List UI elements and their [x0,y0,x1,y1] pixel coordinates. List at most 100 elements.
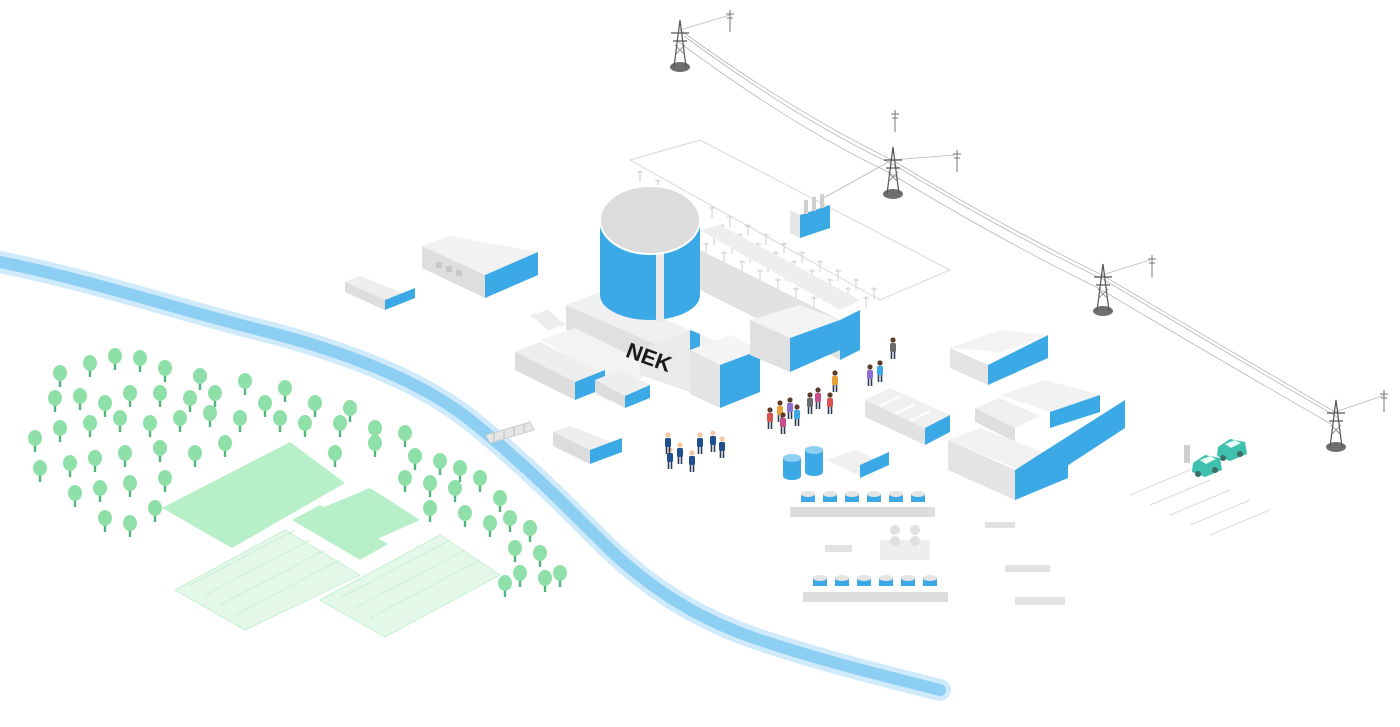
person [794,404,800,426]
tree [298,415,312,437]
person [689,450,695,472]
tree [278,380,292,402]
cooling-fan-unit [801,491,815,502]
person [787,397,793,419]
utility-pole [1148,255,1156,277]
power-transmission-lines [675,14,1386,425]
electric-car [1217,439,1247,461]
tree [98,510,112,532]
electric-car [1192,455,1222,477]
tree [83,415,97,437]
tree [513,565,527,587]
tree [83,355,97,377]
ev-charger-icon [1184,445,1190,463]
cooling-fan-unit [823,491,837,502]
cooling-fan-unit [923,575,937,586]
cooling-fan-unit [879,575,893,586]
tree [423,500,437,522]
tree [133,350,147,372]
person [827,392,833,414]
tree [553,565,567,587]
transmission-tower [670,19,690,72]
person [832,370,838,392]
tree [48,390,62,412]
farm-fields [162,442,501,638]
tree [153,440,167,462]
tree [433,453,447,475]
pump-house [553,426,622,464]
person [665,432,671,454]
ancillary-slabs [985,522,1065,605]
tree [183,390,197,412]
person [890,337,896,359]
tree [503,510,517,532]
tree [493,490,507,512]
tree [448,480,462,502]
visitor-groups [665,337,896,472]
utility-pole [726,10,734,32]
utility-pole [891,110,899,132]
admin-building-left [345,276,415,310]
transmission-tower [1326,399,1346,452]
tree [158,360,172,382]
tree [123,385,137,407]
transmission-tower [883,146,903,199]
tree [408,448,422,470]
tree [398,470,412,492]
office-building [422,236,538,298]
tree [423,475,437,497]
tree [368,435,382,457]
person [697,432,703,454]
person [815,387,821,409]
tree [28,430,42,452]
tree [208,385,222,407]
tree [88,450,102,472]
tree [308,395,322,417]
tree [273,410,287,432]
cooling-fan-unit [857,575,871,586]
person [719,436,725,458]
cooling-fan-unit [867,491,881,502]
tree [53,365,67,387]
cooling-units [790,491,948,602]
cooling-fan-unit [901,575,915,586]
utility-pole [1380,390,1388,412]
storage-tanks [783,446,889,480]
tree [73,388,87,410]
tree [193,368,207,390]
tree [533,545,547,567]
transmission-towers [670,10,1388,452]
training-center [865,330,1125,500]
tree [123,515,137,537]
river [0,251,951,701]
tree [508,540,522,562]
tree [108,348,122,370]
tree [153,385,167,407]
tree [233,410,247,432]
tree [453,460,467,482]
tree [148,500,162,522]
cooling-fan-unit [813,575,827,586]
tree [333,415,347,437]
bridge [485,421,535,444]
tree [118,445,132,467]
tree [458,505,472,527]
person [867,364,873,386]
tree [53,420,67,442]
tree [173,410,187,432]
tree [258,395,272,417]
person [807,392,813,414]
person [677,442,683,464]
person [767,407,773,429]
parking-lot-with-electric-cars [1129,439,1271,536]
tree [93,480,107,502]
transmission-tower [1093,263,1113,316]
person [710,430,716,452]
tree [143,415,157,437]
tree [68,485,82,507]
person [780,412,786,434]
tree [158,470,172,492]
transformer [790,194,830,238]
utility-pole [953,150,961,172]
